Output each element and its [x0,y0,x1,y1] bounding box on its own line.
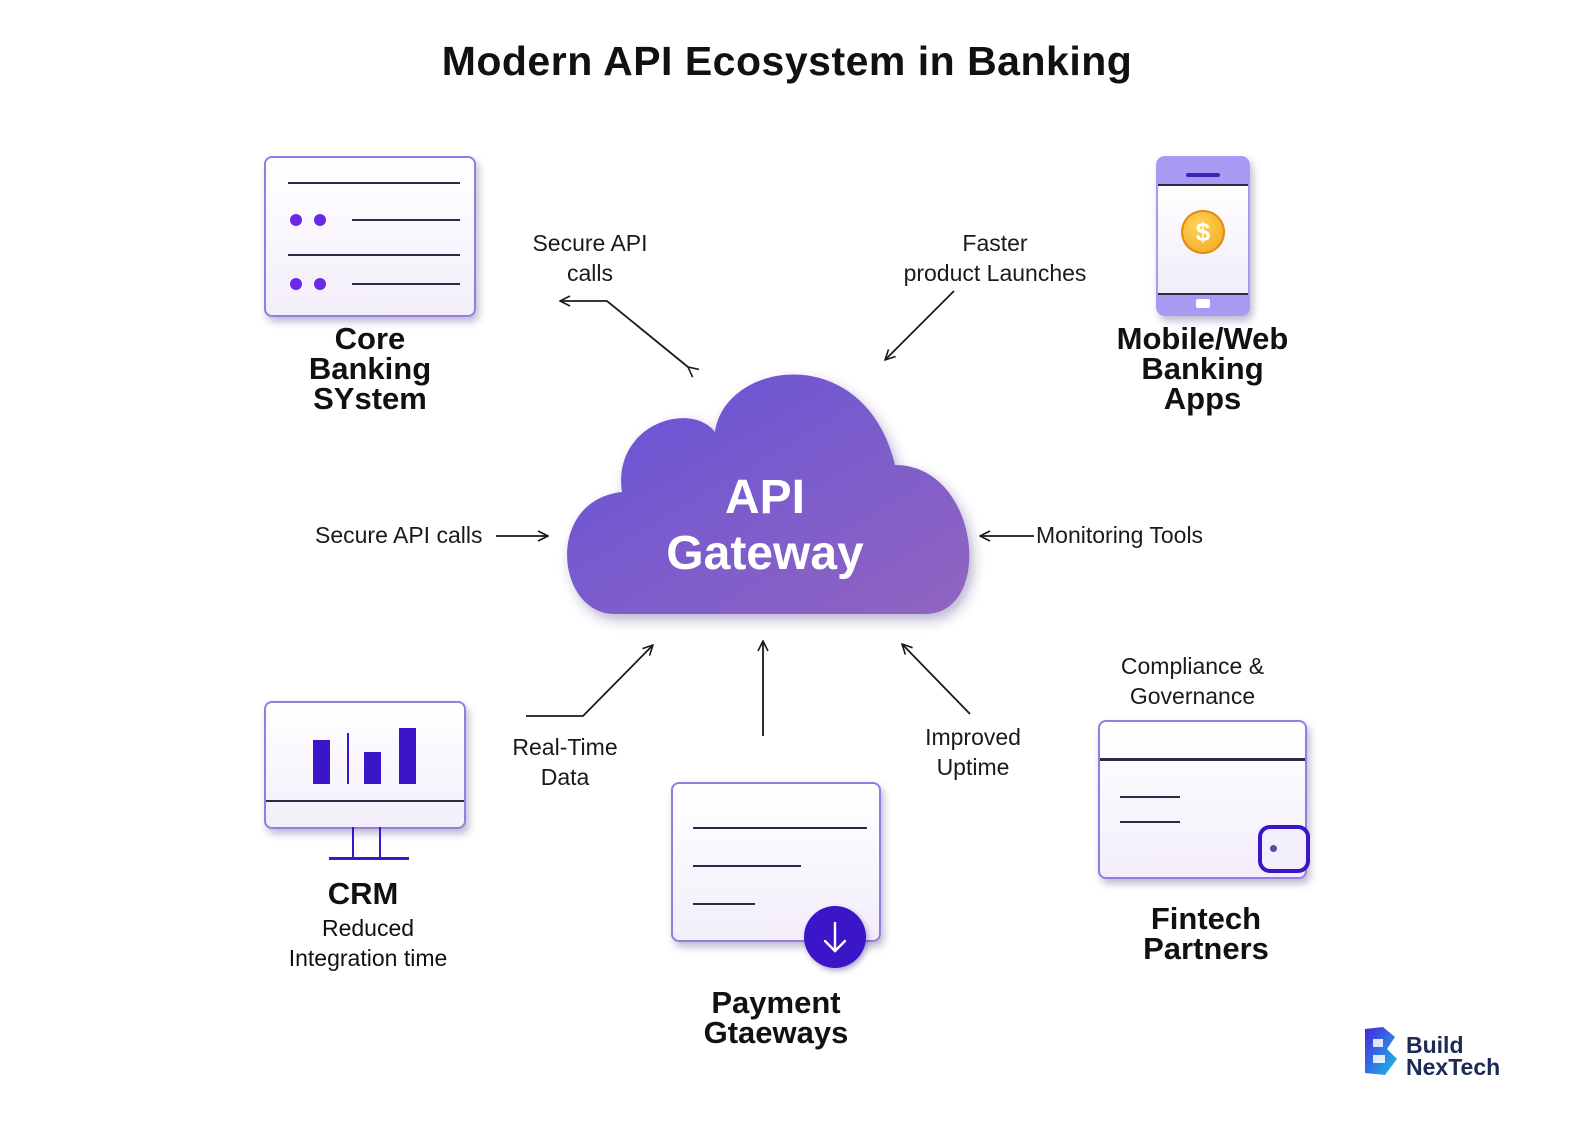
bar-icon [347,733,349,784]
edge-label-secure-api-mid: Secure API calls [315,522,483,548]
payment-label: Payment Gtaeways [703,985,849,1050]
monitor-base [329,857,409,860]
phone-speaker [1186,173,1220,177]
edge-label-improved-uptime: Improved Uptime [925,724,1021,780]
brand-logo-icon [1361,1025,1401,1077]
arrow-uptime [902,644,971,715]
card-line [288,182,460,184]
mobile-apps-label: Mobile/Web Banking Apps [1116,321,1289,416]
core-banking-label: Core Banking SYstem [308,321,432,416]
api-gateway-label: API Gateway [615,470,915,582]
card-line [1120,821,1180,823]
api-gateway-cloud [567,374,970,614]
bar-icon [364,752,381,784]
card-dot [314,214,326,226]
edge-label-faster-launches: Faster product Launches [903,230,1087,286]
edge-label-real-time: Real-Time Data [512,734,618,790]
crm-monitor-icon [264,701,466,829]
card-line [352,219,460,221]
arrow-crm [526,645,653,717]
crm-sublabel: Reduced Integration time [288,915,448,971]
card-dot [314,278,326,290]
monitor-stand [379,827,381,857]
diagram-title: Modern API Ecosystem in Banking [441,38,1133,84]
monitor-stand [352,827,354,857]
card-dot [290,278,302,290]
card-line [693,827,867,829]
logo-mark [1365,1027,1397,1075]
edge-label-secure-api-top: Secure API calls [532,230,648,286]
api-gateway-line2: Gateway [666,527,864,580]
card-line [693,865,801,867]
arrow-down-icon [823,921,847,953]
phone-home-button [1196,299,1210,308]
brand-name: Build NexTech [1406,1032,1501,1080]
core-banking-card [264,156,476,317]
fintech-label: Fintech Partners [1143,901,1269,966]
edge-label-compliance: Compliance & Governance [1120,653,1265,709]
edge-label-monitoring: Monitoring Tools [1036,522,1204,548]
card-line [352,283,460,285]
crm-label: CRM [327,876,399,911]
card-line [1120,796,1180,798]
clasp-dot [1270,845,1277,852]
api-gateway-line1: API [724,471,805,524]
monitor-divider [266,800,464,802]
card-line [288,254,460,256]
download-icon [804,906,866,968]
coin-icon: $ [1181,210,1225,254]
mobile-phone-icon: $ [1156,156,1250,316]
bar-icon [313,740,330,784]
wallet-clasp-icon [1258,825,1310,873]
arrow-mobile-apps [885,290,955,360]
arrow-core-banking [560,301,688,367]
card-dot [290,214,302,226]
card-line [693,903,755,905]
wallet-divider [1100,758,1305,761]
bar-icon [399,728,416,784]
